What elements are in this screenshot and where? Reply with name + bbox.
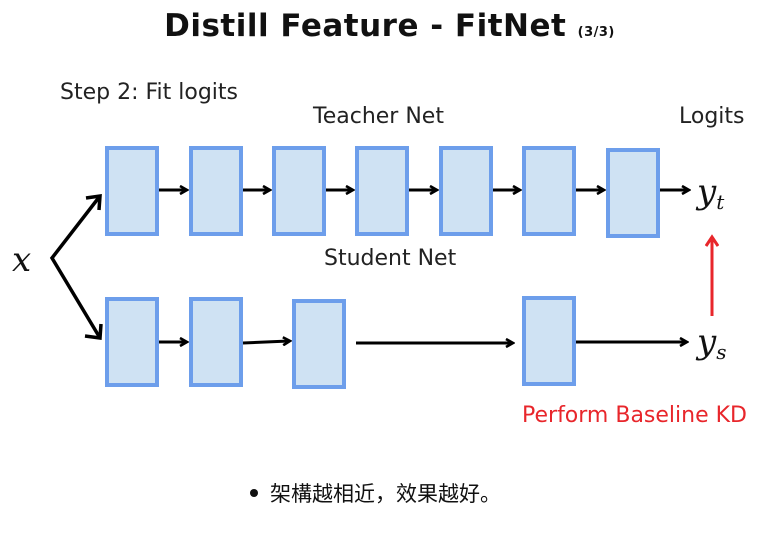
input-x-symbol: x (12, 240, 32, 280)
teacher-block-3 (272, 146, 326, 236)
teacher-block-7 (606, 148, 660, 238)
student-arrow-2 (242, 341, 289, 343)
bullet-item: 架構越相近，效果越好。 (250, 478, 501, 508)
teacher-output-subscript: t (716, 190, 725, 214)
title-main: Distill Feature - FitNet (164, 8, 567, 44)
teacher-block-5 (439, 146, 493, 236)
student-block-4 (522, 296, 576, 386)
student-output-subscript: s (716, 340, 727, 364)
teacher-block-2 (189, 146, 243, 236)
teacher-output-symbol: yt (697, 172, 724, 214)
student-output-base: y (697, 322, 717, 362)
student-output-symbol: ys (697, 322, 726, 364)
page-title: Distill Feature - FitNet (3/3) (0, 8, 779, 44)
bullet-dot-icon (250, 489, 258, 497)
teacher-output-base: y (697, 172, 717, 212)
student-net-label: Student Net (324, 246, 457, 271)
teacher-block-1 (105, 146, 159, 236)
teacher-net-label: Teacher Net (313, 104, 444, 129)
student-block-1 (105, 297, 159, 387)
teacher-block-4 (355, 146, 409, 236)
input-upper-arrowhead (85, 193, 102, 211)
student-block-3 (292, 299, 346, 389)
title-page-indicator: (3/3) (577, 25, 615, 40)
input-lower-arrowhead (84, 323, 103, 340)
bullet-text: 架構越相近，效果越好。 (270, 482, 501, 506)
student-block-2 (189, 297, 243, 387)
input-split-arrow (49, 194, 102, 339)
step-label: Step 2: Fit logits (60, 80, 239, 105)
baseline-kd-label: Perform Baseline KD (522, 403, 747, 428)
logits-label: Logits (679, 104, 745, 129)
teacher-block-6 (522, 146, 576, 236)
